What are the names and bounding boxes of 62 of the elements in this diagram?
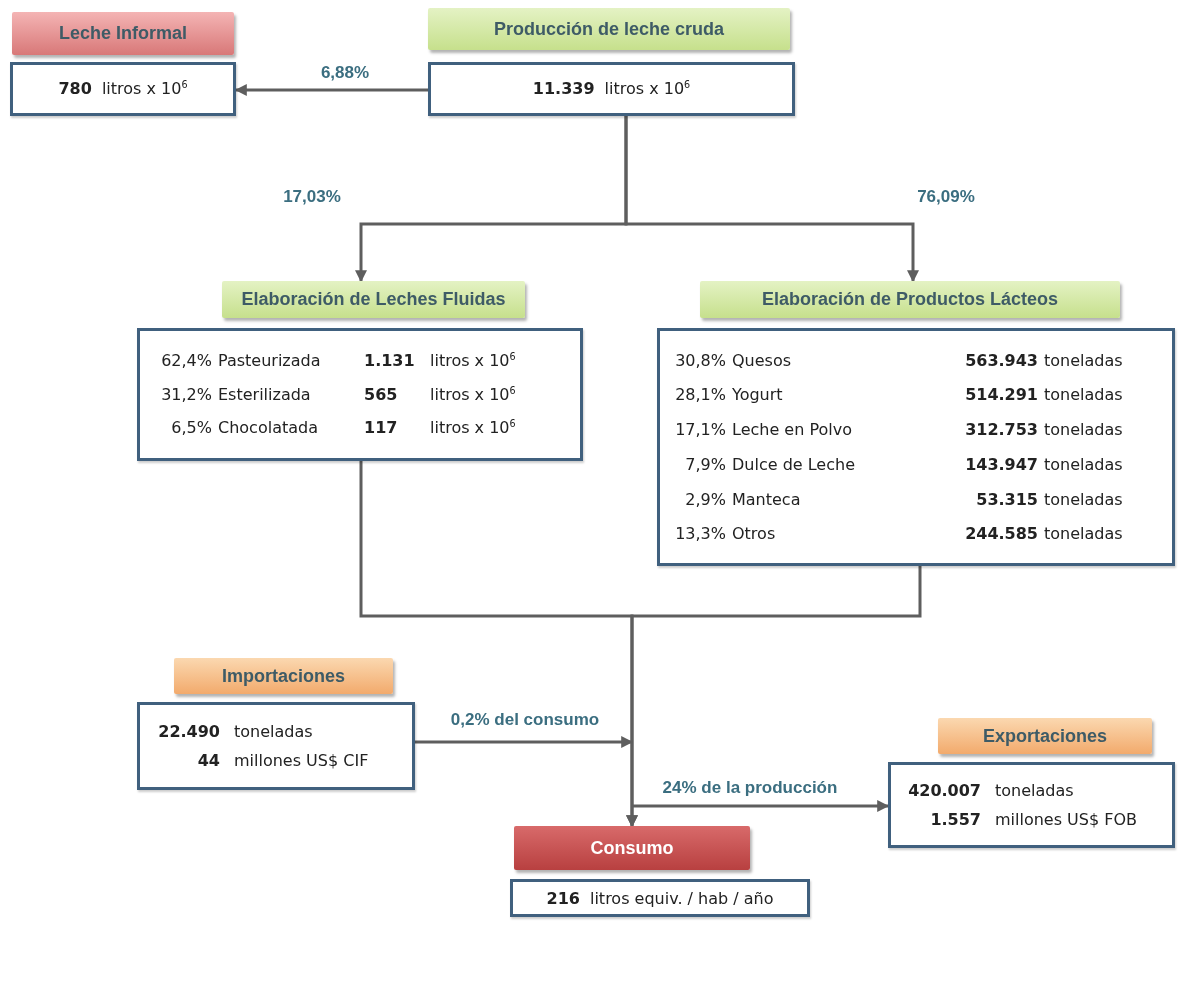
cell-text: Dulce de Leche <box>732 454 856 474</box>
cell-text: litros x 10$^{6}$ <box>101 79 188 99</box>
cell-text: toneladas <box>1044 454 1124 474</box>
cell-text: toneladas <box>1044 385 1124 405</box>
cell-text: Quesos <box>732 350 793 370</box>
cell-text: Manteca <box>732 489 802 509</box>
arrow <box>624 116 919 283</box>
value-text: 565 <box>364 384 399 405</box>
value-text: 312.753 <box>964 420 1038 440</box>
cell-text: toneladas <box>1044 420 1124 440</box>
cell-text: Chocolatada <box>218 418 319 438</box>
value-text: 563.943 <box>964 350 1038 370</box>
cell-text: Pasteurizada <box>218 351 322 371</box>
value-text: 244.585 <box>964 524 1038 544</box>
header-tab: Importaciones <box>174 658 393 694</box>
arrow <box>626 566 922 828</box>
header-tab: Producción de leche cruda <box>428 8 790 50</box>
value-text: 420.007 <box>907 781 981 800</box>
arrow <box>234 84 428 96</box>
value-text: 117 <box>364 418 399 438</box>
cell-text: toneladas <box>234 721 314 741</box>
arrow <box>632 800 890 812</box>
cell-text: litros x 10$^{6}$ <box>430 351 517 371</box>
cell-text: Leche en Polvo <box>732 420 853 440</box>
cell-text: litros x 10$^{6}$ <box>604 79 691 99</box>
cell-text: litros x 10$^{6}$ <box>430 418 517 438</box>
cell-text: millones US$ CIF <box>234 751 370 771</box>
cell-text: litros equiv. / hab / año <box>589 888 774 908</box>
percent-text: 17,1% <box>674 420 726 440</box>
value-text: 44 <box>196 751 220 771</box>
header-tab: Elaboración de Leches Fluidas <box>222 281 525 318</box>
cell-text: Esterilizada <box>218 384 312 405</box>
value-text: 11.339 <box>532 79 595 99</box>
value-text: 780 <box>58 79 92 99</box>
percent-text: 28,1% <box>674 385 726 405</box>
cell-text: Otros <box>732 524 777 544</box>
cell-text: toneladas <box>995 781 1075 800</box>
cell-text: toneladas <box>1044 489 1124 509</box>
cell-text: toneladas <box>1044 524 1124 544</box>
percent-text: 62,4% <box>160 351 212 371</box>
value-text: 1.557 <box>929 810 981 829</box>
value-text: 22.490 <box>157 721 220 741</box>
percent-text: 30,8% <box>674 350 726 370</box>
cell-text: millones US$ FOB <box>995 810 1139 829</box>
percent-text: 2,9% <box>684 489 726 509</box>
percent-text: 6,5% <box>170 418 212 438</box>
percent-text: 13,3% <box>674 524 726 544</box>
header-tab: Leche Informal <box>12 12 234 55</box>
arrow <box>415 736 634 748</box>
header-tab: Consumo <box>514 826 750 870</box>
value-text: 1.131 <box>364 351 416 371</box>
header-tab: Exportaciones <box>938 718 1152 754</box>
cell-text: toneladas <box>1044 350 1124 370</box>
value-text: 514.291 <box>964 385 1038 405</box>
cell-text: litros x 10$^{6}$ <box>430 384 517 405</box>
percent-text: 7,9% <box>684 454 726 474</box>
header-tab: Elaboración de Productos Lácteos <box>700 281 1120 318</box>
cell-text: Yogurt <box>732 385 784 405</box>
value-text: 216 <box>546 888 580 908</box>
value-text: 143.947 <box>964 454 1038 474</box>
value-text: 53.315 <box>975 489 1038 509</box>
percent-text: 31,2% <box>160 384 212 405</box>
